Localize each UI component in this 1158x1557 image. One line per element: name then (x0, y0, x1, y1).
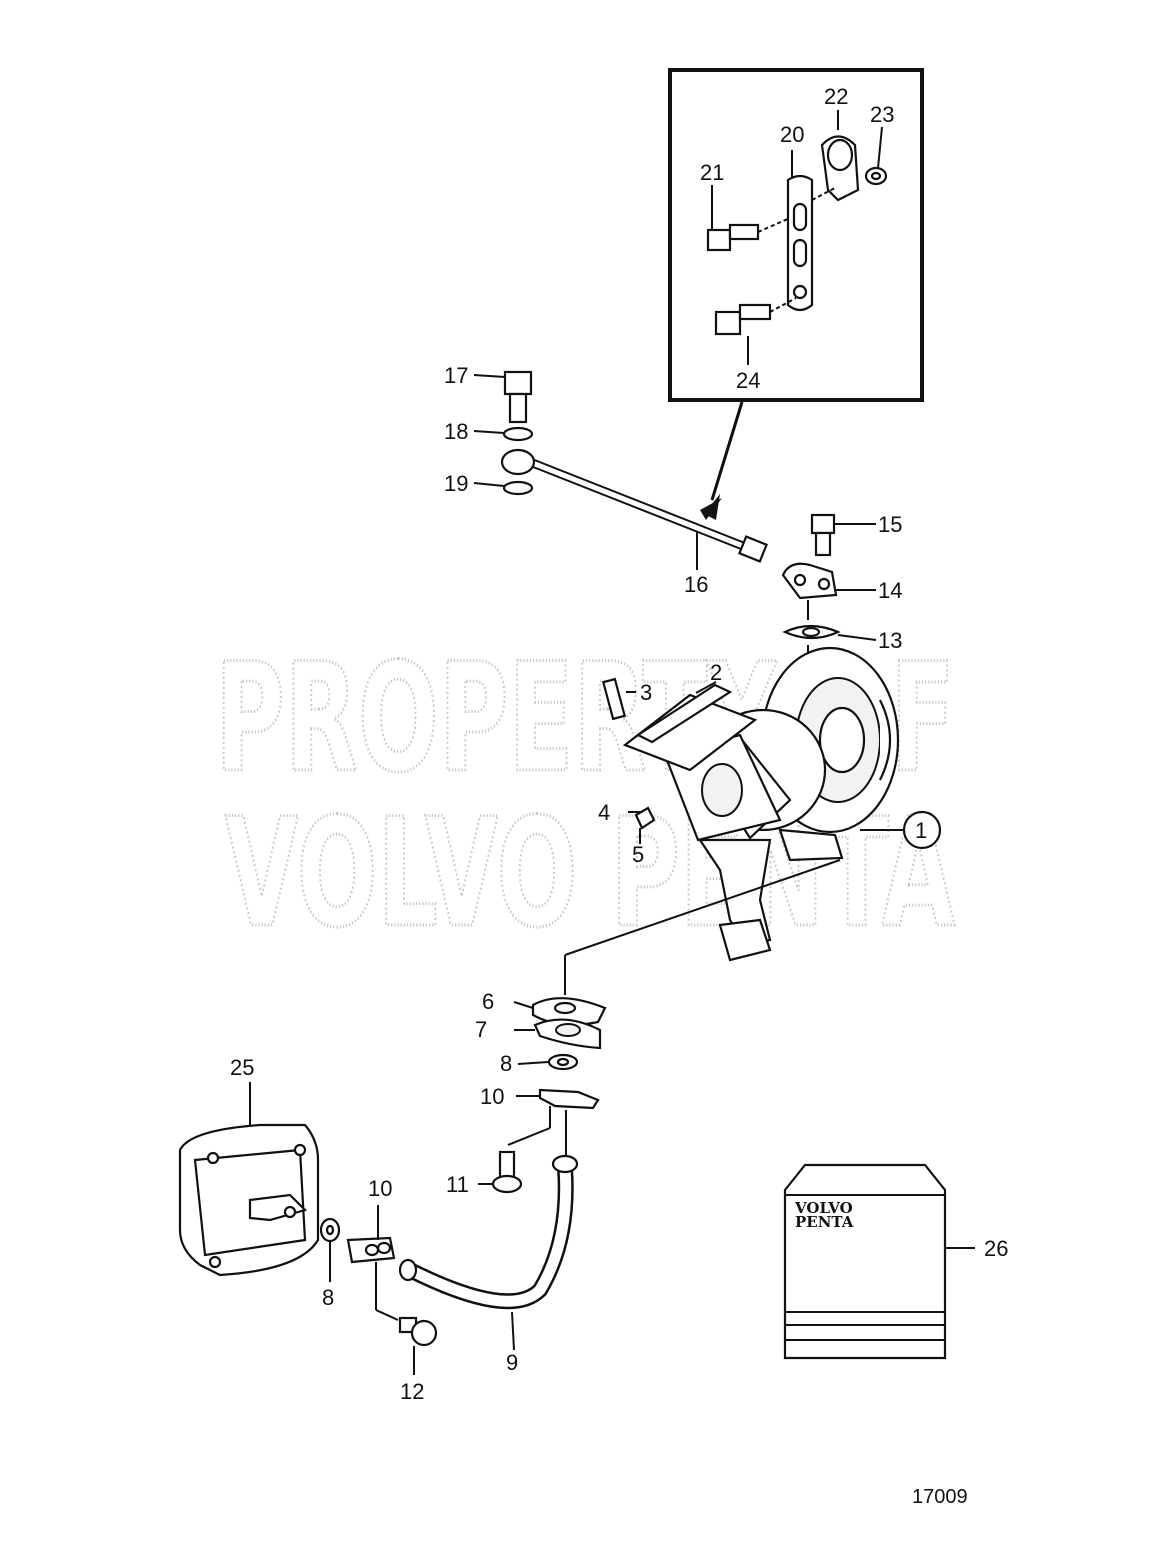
callout-24: 24 (736, 368, 760, 393)
detail-inset (668, 68, 924, 402)
callout-11: 11 (446, 1172, 469, 1197)
callout-2: 2 (710, 660, 722, 685)
bracket-slot-upper (792, 202, 808, 232)
callout-labels: 1 2 3 4 5 6 7 8 8 9 10 10 11 12 13 14 15… (230, 84, 1008, 1404)
callout-6: 6 (482, 989, 494, 1014)
book-brand-line-2: PENTA (795, 1213, 854, 1231)
washer-18 (502, 426, 534, 442)
callout-17: 17 (444, 363, 468, 388)
callout-22: 22 (824, 84, 848, 109)
exhaust-inlet-flange (718, 918, 772, 962)
manual-book-26: VOLVO PENTA (783, 1163, 975, 1360)
inset-frame (668, 68, 924, 402)
bracket-10-lower-assembly (346, 1205, 438, 1375)
gasket-2 (635, 683, 733, 744)
compressor-rim (879, 699, 892, 781)
figure-number: 17009 (912, 1486, 968, 1508)
bolt-11 (478, 1150, 523, 1194)
bolt-24 (714, 297, 797, 336)
callout-9: 9 (506, 1350, 518, 1375)
callout-18: 18 (444, 419, 468, 444)
callout-5: 5 (632, 842, 644, 867)
banjo-bolt-shank (508, 392, 528, 424)
callout-25: 25 (230, 1055, 254, 1080)
callout-15: 15 (878, 512, 902, 537)
callout-10-upper: 10 (480, 1084, 504, 1109)
callout-4: 4 (598, 800, 610, 825)
callout-20: 20 (780, 122, 804, 147)
bolt-21 (706, 217, 791, 252)
turbocharger-1 (601, 646, 942, 962)
book-brand-line-1: VOLVO (794, 1199, 853, 1217)
bracket-10-upper (538, 1088, 600, 1110)
callout-8-lower: 8 (322, 1285, 334, 1310)
callout-7: 7 (475, 1017, 487, 1042)
stud-3 (601, 677, 627, 721)
banjo-bolt-head (503, 370, 533, 396)
bracket-hole (792, 284, 808, 300)
callout-8-upper: 8 (500, 1051, 512, 1076)
compressor-wheel (818, 706, 866, 774)
oil-drain-flange-assembly (507, 859, 841, 1160)
callout-26: 26 (984, 1236, 1008, 1261)
oil-outlet-boss (778, 828, 844, 862)
pipe-16-fill (527, 459, 751, 551)
callout-13: 13 (878, 628, 902, 653)
oil-return-pipe-9 (398, 1154, 579, 1351)
bolt-15-head (810, 513, 836, 535)
oil-delivery-pipe-assembly (473, 370, 769, 570)
callout-14: 14 (878, 578, 902, 603)
turbine-flange-plate (622, 693, 758, 772)
pipe-fitting (737, 535, 769, 563)
bracket-slot-lower (792, 238, 808, 268)
clamp-22 (811, 135, 860, 202)
callout-10-lower: 10 (368, 1176, 392, 1201)
callout-19: 19 (444, 471, 468, 496)
washer-19 (502, 480, 534, 496)
engine-block-25 (178, 1082, 320, 1277)
callout-1: 1 (915, 818, 927, 843)
washer-8-lower (319, 1217, 341, 1282)
callout-12: 12 (400, 1379, 424, 1404)
bolt-15-shank (814, 531, 832, 557)
callout-21: 21 (700, 160, 724, 185)
exhaust-port (701, 763, 743, 817)
banjo-eye (500, 448, 536, 476)
callout-23: 23 (870, 102, 894, 127)
callout-3: 3 (640, 680, 652, 705)
inset-pointer-arrow (700, 401, 744, 520)
nut-23 (864, 166, 888, 186)
callout-16: 16 (684, 572, 708, 597)
